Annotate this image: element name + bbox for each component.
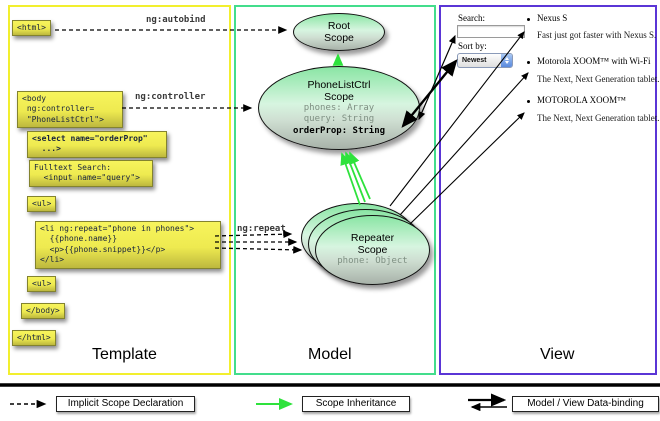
root-scope-title: Root Scope <box>324 19 354 44</box>
label-ng-controller: ng:controller <box>135 92 206 102</box>
prop-query: query: String <box>303 114 375 125</box>
phonelistctrl-scope-ellipse: PhoneListCtrl Scope phones: Array query:… <box>258 66 420 150</box>
list-item-desc: The Next, Next Generation tablet. <box>537 113 660 123</box>
search-label: Search: <box>458 13 485 23</box>
prop-orderprop: orderProp: String <box>292 125 386 136</box>
legend-implicit-scope-declaration: Implicit Scope Declaration <box>56 396 195 412</box>
code-select: <select name="orderProp" ...> <box>27 131 167 158</box>
prop-phones: phones: Array <box>303 103 375 114</box>
template-panel <box>8 5 231 375</box>
code-body-open: <body ng:controller= "PhoneListCtrl"> <box>17 91 123 129</box>
label-ng-autobind: ng:autobind <box>146 15 206 25</box>
list-item-desc: The Next, Next Generation tablet. <box>537 74 660 84</box>
repeater-scope-ellipse-front: Repeater Scope phone: Object <box>315 215 430 285</box>
code-html-open: <html> <box>12 20 51 37</box>
phonelistctrl-scope-title: PhoneListCtrl Scope <box>307 79 371 104</box>
legend-scope-inheritance: Scope Inheritance <box>302 396 410 412</box>
code-body-close: </body> <box>21 303 65 320</box>
sort-by-label: Sort by: <box>458 41 487 51</box>
list-item-name: Motorola XOOM™ with Wi-Fi <box>537 56 651 66</box>
root-scope-ellipse: Root Scope <box>293 13 385 51</box>
model-panel-title: Model <box>308 346 352 363</box>
list-item-name: MOTOROLA XOOM™ <box>537 95 626 105</box>
bullet-icon <box>527 100 530 103</box>
code-ul-close: <ul> <box>27 276 57 293</box>
code-li-repeat: <li ng:repeat="phone in phones"> {{phone… <box>35 221 221 269</box>
sort-dropdown[interactable]: Newest <box>457 53 513 68</box>
sort-dropdown-value: Newest <box>462 57 487 64</box>
list-item-name: Nexus S <box>537 13 568 23</box>
model-panel <box>234 5 436 375</box>
code-fulltext-search: Fulltext Search: <input name="query"> <box>29 160 153 187</box>
code-html-close: </html> <box>12 330 56 347</box>
code-ul-open: <ul> <box>27 196 57 213</box>
bullet-icon <box>527 18 530 21</box>
label-ng-repeat: ng:repeat <box>237 224 286 234</box>
prop-phone-object: phone: Object <box>337 256 408 267</box>
list-item-desc: Fast just got faster with Nexus S. <box>537 30 657 40</box>
stepper-icon <box>501 54 512 67</box>
view-panel-title: View <box>540 346 575 363</box>
template-panel-title: Template <box>92 346 157 363</box>
repeater-scope-title: Repeater Scope <box>350 232 395 257</box>
search-input[interactable] <box>457 25 525 38</box>
bullet-icon <box>527 61 530 64</box>
legend-model-view-databinding: Model / View Data-binding <box>512 396 659 412</box>
